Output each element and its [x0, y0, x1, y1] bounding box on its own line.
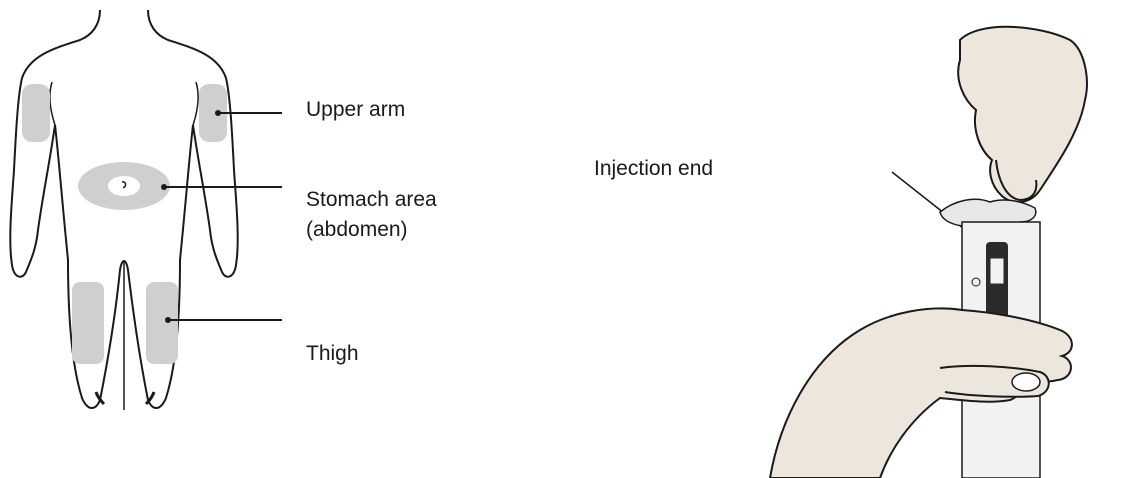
thigh-site-right	[146, 282, 178, 364]
body-injection-sites-diagram	[0, 0, 300, 420]
lower-thumbnail	[1012, 373, 1040, 391]
pen-window-indicator	[990, 258, 1004, 284]
right-arm-inner-line	[193, 82, 198, 125]
upper-arm-leader-dot	[215, 110, 221, 116]
left-arm-inner-line	[50, 82, 55, 125]
thigh-leader-dot	[165, 317, 171, 323]
upper-arm-label: Upper arm	[306, 96, 405, 124]
abdomen-label: (abdomen)	[306, 216, 408, 244]
thigh-site-left	[72, 282, 104, 364]
thigh-label: Thigh	[306, 340, 359, 368]
stomach-area-label: Stomach area	[306, 186, 437, 214]
injection-end-label: Injection end	[594, 155, 713, 183]
stomach-leader-dot	[161, 184, 167, 190]
navel-clear-zone	[108, 176, 140, 196]
upper-arm-site-left	[22, 84, 50, 142]
pen-cleaning-illustration	[740, 0, 1140, 478]
